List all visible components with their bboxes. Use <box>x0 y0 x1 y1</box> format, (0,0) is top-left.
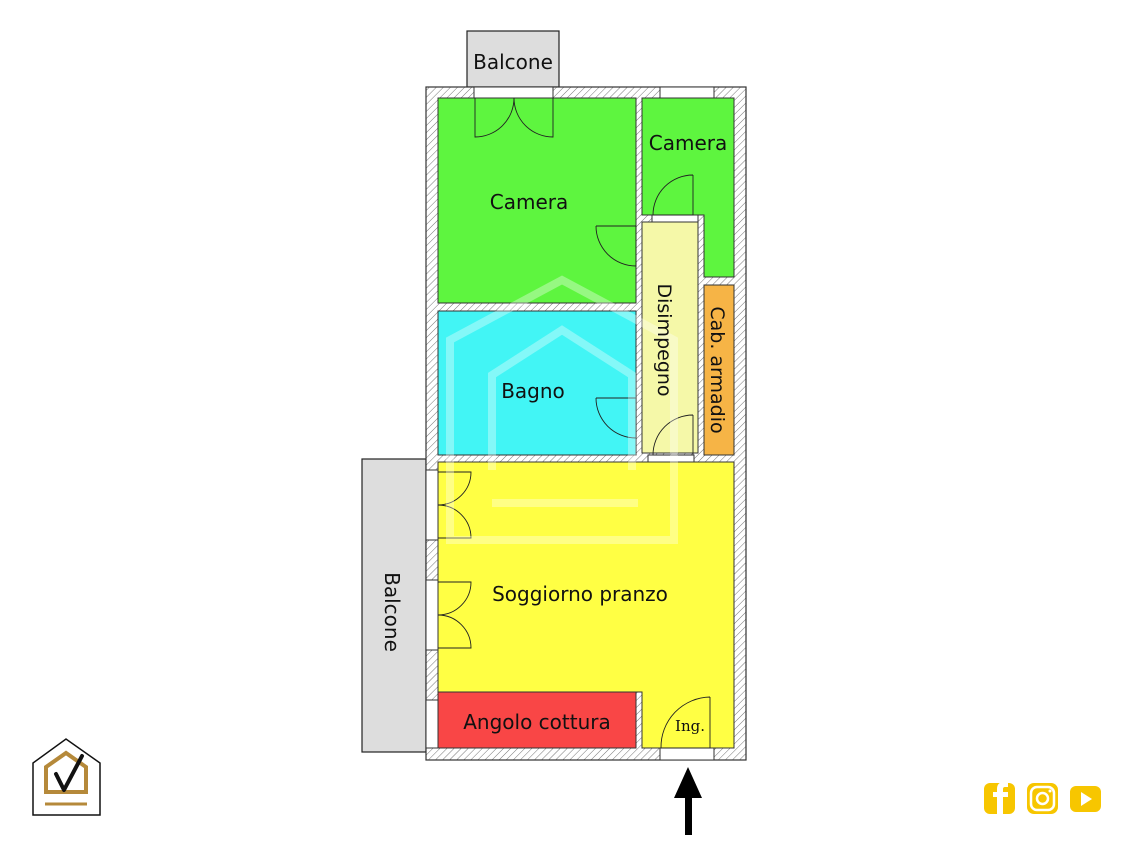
room-angolo-cottura <box>437 691 637 749</box>
watermark-logo <box>446 275 678 544</box>
openings <box>425 86 715 761</box>
label-ingresso: Ing. <box>675 717 705 735</box>
balcony-top <box>466 30 560 88</box>
room-cabina-armadio <box>703 284 735 456</box>
label-angolo-cottura: Angolo cottura <box>463 710 611 734</box>
label-camera-main: Camera <box>490 190 569 214</box>
entrance-arrow-icon <box>674 767 702 835</box>
label-cabina-armadio: Cab. armadio <box>706 306 728 433</box>
balcony-top-label: Balcone <box>473 50 553 74</box>
room-camera-small <box>641 97 735 278</box>
room-bagno <box>437 310 637 456</box>
balcony-left-label: Balcone <box>380 572 404 652</box>
room-camera-main <box>437 97 637 304</box>
label-soggiorno: Soggiorno pranzo <box>492 582 668 606</box>
brand-logo <box>32 738 101 816</box>
room-disimpegno <box>641 221 699 454</box>
youtube-icon[interactable] <box>1070 786 1101 812</box>
label-disimpegno: Disimpegno <box>653 283 675 396</box>
balcony-left <box>361 458 427 753</box>
door-swings <box>437 97 711 749</box>
facebook-icon[interactable] <box>984 782 1015 814</box>
label-camera-small: Camera <box>649 131 728 155</box>
label-bagno: Bagno <box>501 379 565 403</box>
instagram-icon[interactable] <box>1027 783 1058 814</box>
